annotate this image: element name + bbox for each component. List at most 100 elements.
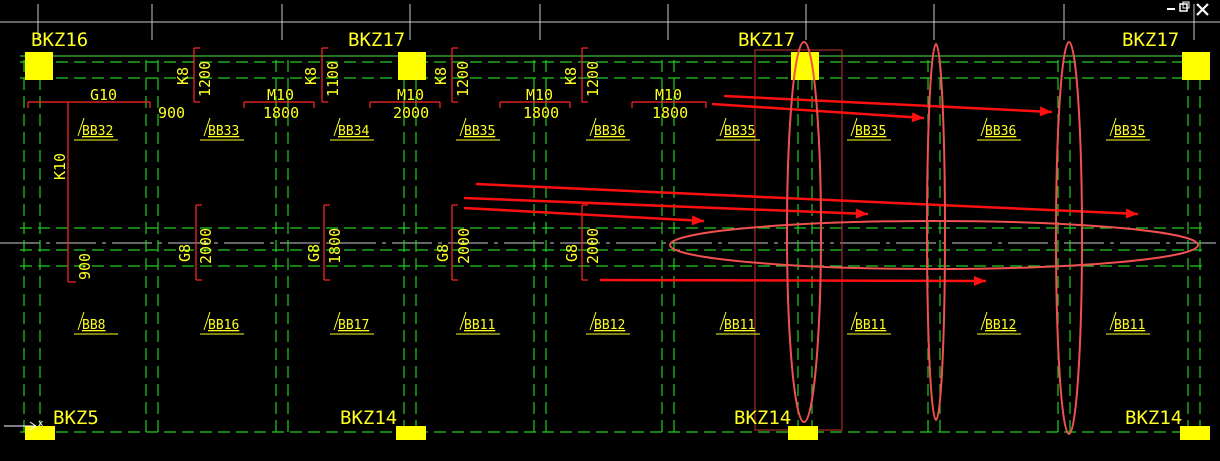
annotation-arrowhead bbox=[973, 275, 986, 286]
wall-mark-size: 1800 bbox=[652, 104, 688, 122]
slab-label: BB12 bbox=[985, 318, 1016, 333]
opening-label: K8 bbox=[174, 67, 192, 85]
column-block bbox=[398, 52, 426, 80]
restore-icon[interactable] bbox=[1179, 1, 1190, 12]
slab-label: BB11 bbox=[724, 318, 755, 333]
annotation-arrow bbox=[475, 182, 1139, 216]
opening-size: 1100 bbox=[324, 61, 342, 97]
column-label: BKZ14 bbox=[1125, 407, 1182, 429]
annotation-arrowhead bbox=[855, 208, 868, 219]
opening-size: 1800 bbox=[326, 228, 344, 264]
column-block bbox=[396, 426, 426, 440]
slab-label: BB11 bbox=[1114, 318, 1145, 333]
slab-label: BB35 bbox=[855, 124, 886, 139]
annotation-arrow bbox=[599, 278, 987, 283]
slab-arrow bbox=[1109, 311, 1117, 331]
slab-direction-arrows bbox=[74, 117, 1150, 335]
slab-label: BB11 bbox=[464, 318, 495, 333]
k10-mark: K10 900 bbox=[51, 153, 94, 280]
wall-mark-label: M10 bbox=[526, 86, 553, 104]
opening-size: 2000 bbox=[584, 228, 602, 264]
markup-annotations bbox=[463, 41, 1199, 435]
annotation-arrowhead bbox=[1039, 106, 1052, 117]
column-label: BKZ16 bbox=[31, 29, 88, 51]
slab-arrow bbox=[719, 117, 727, 137]
wall-mark-label: M10 bbox=[397, 86, 424, 104]
column-label: BKZ14 bbox=[734, 407, 791, 429]
annotation-arrowhead bbox=[1125, 208, 1138, 219]
annotation-arrow bbox=[463, 196, 869, 216]
wall-lines bbox=[20, 55, 1205, 435]
annotation-arrow bbox=[463, 206, 705, 223]
slab-arrow bbox=[333, 117, 341, 137]
opening-label: G8 bbox=[563, 244, 581, 262]
column-labels-top: BKZ16 BKZ17 BKZ17 BKZ17 bbox=[31, 29, 1179, 51]
column-block bbox=[1180, 426, 1210, 440]
close-icon[interactable] bbox=[1196, 3, 1209, 16]
ucs-icon: x bbox=[4, 419, 44, 431]
slab-label: BB32 bbox=[82, 124, 113, 139]
wall-mark-size: 900 bbox=[158, 104, 185, 122]
wall-mark-label: M10 bbox=[655, 86, 682, 104]
slab-arrow bbox=[459, 117, 467, 137]
column-block bbox=[25, 52, 53, 80]
opening-label: K8 bbox=[562, 67, 580, 85]
wall-mark-label: G10 bbox=[90, 86, 117, 104]
annotation-ellipse bbox=[926, 43, 946, 421]
slab-label: BB36 bbox=[594, 124, 625, 139]
opening-label: G8 bbox=[305, 244, 323, 262]
opening-label: G8 bbox=[176, 244, 194, 262]
wall-mark-label: M10 bbox=[267, 86, 294, 104]
slab-arrow bbox=[459, 311, 467, 331]
annotation-arrowhead bbox=[911, 112, 924, 123]
annotation-arrowhead bbox=[691, 215, 704, 226]
slab-labels-bottom: BB8 BB16 BB17 BB11 BB12 BB11 BB11 BB12 B… bbox=[82, 318, 1145, 333]
column-block bbox=[25, 426, 55, 440]
annotation-ellipse bbox=[669, 220, 1199, 270]
slab-arrow bbox=[589, 311, 597, 331]
opening-size: 1200 bbox=[454, 61, 472, 97]
slab-arrow bbox=[77, 311, 85, 331]
column-label: BKZ5 bbox=[53, 407, 99, 429]
wall-mark-size: 1800 bbox=[263, 104, 299, 122]
annotation-arrow bbox=[723, 94, 1053, 114]
wall-mark-size: 2000 bbox=[393, 104, 429, 122]
slab-arrow bbox=[719, 311, 727, 331]
slab-arrow bbox=[333, 311, 341, 331]
slab-arrow bbox=[850, 311, 858, 331]
slab-arrow bbox=[589, 117, 597, 137]
slab-label: BB35 bbox=[724, 124, 755, 139]
slab-label: BB17 bbox=[338, 318, 369, 333]
slab-label: BB11 bbox=[855, 318, 886, 333]
slab-arrow bbox=[850, 117, 858, 137]
slab-arrow bbox=[203, 117, 211, 137]
opening-size: 2000 bbox=[197, 228, 215, 264]
slab-label: BB35 bbox=[1114, 124, 1145, 139]
slab-label: BB35 bbox=[464, 124, 495, 139]
column-label: BKZ17 bbox=[348, 29, 405, 51]
opening-label: K8 bbox=[432, 67, 450, 85]
column-label: BKZ17 bbox=[1122, 29, 1179, 51]
slab-label: BB12 bbox=[594, 318, 625, 333]
slab-arrow bbox=[980, 311, 988, 331]
wall-mark-size: 1800 bbox=[523, 104, 559, 122]
openings-mid: G8 2000 G8 1800 G8 2000 G8 2000 bbox=[176, 228, 602, 264]
dimension-markers bbox=[27, 47, 843, 431]
axis-lines bbox=[0, 4, 1220, 244]
opening-label: K8 bbox=[302, 67, 320, 85]
opening-size: 900 bbox=[76, 253, 94, 280]
openings-top: K8 1200 K8 1100 K8 1200 K8 1200 bbox=[174, 61, 602, 97]
opening-label: K10 bbox=[51, 153, 69, 180]
slab-label: BB8 bbox=[82, 318, 105, 333]
slab-labels-top: BB32 BB33 BB34 BB35 BB36 BB35 BB35 BB36 … bbox=[82, 124, 1145, 139]
annotation-ellipse bbox=[786, 41, 822, 423]
opening-size: 2000 bbox=[455, 228, 473, 264]
minimize-icon[interactable] bbox=[1167, 8, 1175, 10]
slab-label: BB34 bbox=[338, 124, 369, 139]
window-controls bbox=[1167, 1, 1209, 16]
slab-label: BB16 bbox=[208, 318, 239, 333]
slab-label: BB33 bbox=[208, 124, 239, 139]
slab-label: BB36 bbox=[985, 124, 1016, 139]
column-label: BKZ14 bbox=[340, 407, 397, 429]
